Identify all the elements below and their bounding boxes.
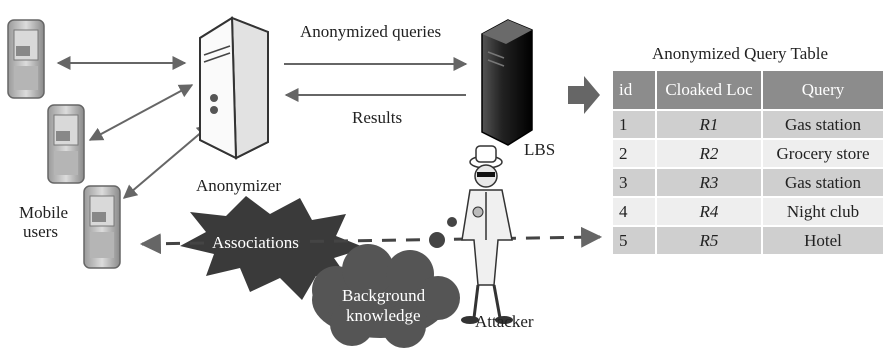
table-row: 5 R5 Hotel (611, 225, 885, 256)
row-query: Gas station (761, 109, 885, 140)
phone3-anonymizer-arrow (122, 124, 212, 199)
mobile-phone-icon-2 (47, 104, 85, 184)
table-row: 1 R1 Gas station (611, 109, 885, 140)
attacker-icon (461, 145, 513, 324)
associations-dashed-arrow (139, 226, 603, 255)
row-cloaked-loc: R3 (655, 167, 763, 198)
block-arrow-icon (568, 76, 600, 114)
attacker-label: Attacker (475, 312, 534, 331)
row-cloaked-loc: R5 (655, 225, 763, 256)
row-id: 1 (611, 109, 657, 140)
anonymized-queries-label: Anonymized queries (300, 22, 442, 41)
header-cloaked-loc: Cloaked Loc (655, 69, 763, 111)
mobile-users-label-line1: Mobile (19, 203, 69, 222)
table-header-row: id Cloaked Loc Query (611, 69, 885, 111)
row-query: Hotel (761, 225, 885, 256)
results-label: Results (352, 108, 403, 127)
row-id: 2 (611, 138, 657, 169)
background-label-line1: Background (342, 286, 426, 305)
row-id: 4 (611, 196, 657, 227)
anonymized-query-table: id Cloaked Loc Query 1 R1 Gas station 2 … (611, 69, 885, 256)
header-query: Query (761, 69, 885, 111)
row-query: Night club (761, 196, 885, 227)
query-table-title: Anonymized Query Table (652, 44, 829, 63)
cloud-icon (312, 244, 460, 348)
table-row: 4 R4 Night club (611, 196, 885, 227)
mobile-phone-icon-1 (7, 19, 45, 99)
anonymizer-label: Anonymizer (196, 176, 281, 195)
row-query: Gas station (761, 167, 885, 198)
server-icon (199, 16, 269, 160)
row-cloaked-loc: R2 (655, 138, 763, 169)
phone2-anonymizer-arrow (88, 84, 194, 141)
row-cloaked-loc: R1 (655, 109, 763, 140)
row-id: 5 (611, 225, 657, 256)
lbs-server-icon (481, 19, 533, 146)
associations-label: Associations (212, 233, 299, 252)
row-id: 3 (611, 167, 657, 198)
header-id: id (611, 69, 657, 111)
table-row: 2 R2 Grocery store (611, 138, 885, 169)
thought-bubble-small (447, 217, 457, 227)
row-query: Grocery store (761, 138, 885, 169)
lbs-label: LBS (524, 140, 556, 159)
mobile-users-label-line2: users (23, 222, 58, 241)
table-row: 3 R3 Gas station (611, 167, 885, 198)
mobile-phone-icon-3 (83, 185, 121, 269)
background-label-line2: knowledge (346, 306, 421, 325)
row-cloaked-loc: R4 (655, 196, 763, 227)
